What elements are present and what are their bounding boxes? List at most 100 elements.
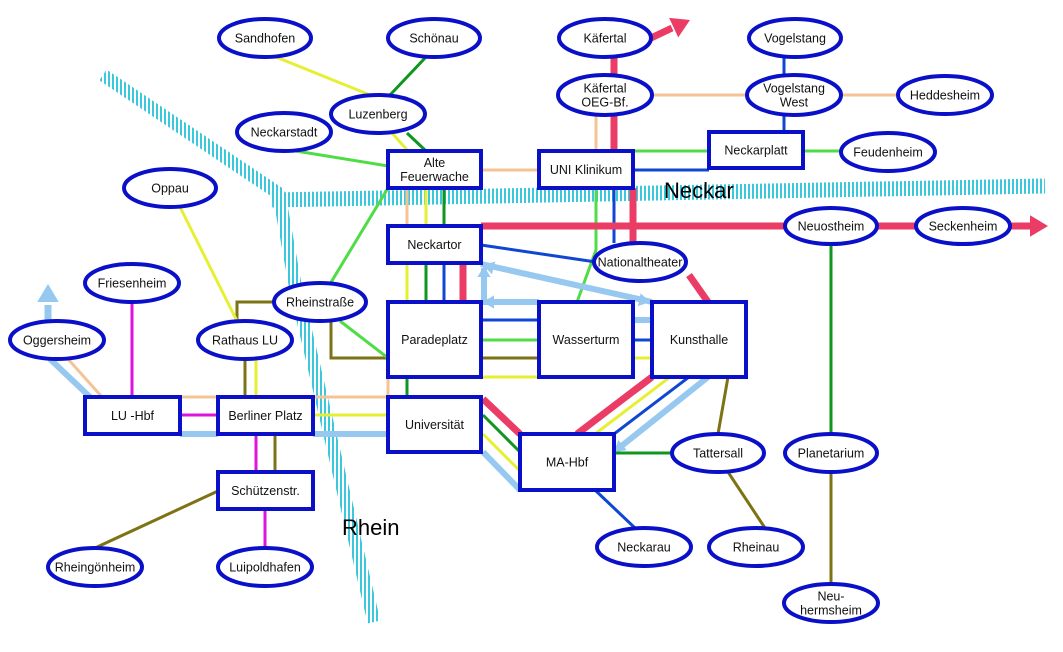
station-rathaus-lu[interactable]: Rathaus LU [196,319,294,361]
station-sandhofen[interactable]: Sandhofen [217,17,313,59]
station-wasserturm[interactable]: Wasserturm [537,300,635,379]
connection-alte_feuerwache-rheinstrasse-bright_green [328,187,390,285]
station-schuetzenstr[interactable]: Schützenstr. [216,470,315,511]
station-ellipse [556,73,654,117]
station-box [537,149,635,190]
station-ellipse [745,73,843,117]
connection-kunsthalle-ma_hbf-red [574,374,655,437]
connection-lu_hbf-alte_feuerwache-peach [180,377,390,399]
station-label: Neckarplatt [724,144,788,158]
station-lu-hbf[interactable]: LU -Hbf [83,395,182,436]
station-ellipse [839,131,937,173]
station-label: Rheinstraße [286,296,354,310]
station-box [386,149,483,190]
connection-kunsthalle-ma_hbf-yellow [594,375,671,436]
station-seckenheim[interactable]: Seckenheim [914,206,1012,246]
station-label: Nationaltheater [598,256,683,270]
station-ellipse [670,432,766,474]
station-feudenheim[interactable]: Feudenheim [839,131,937,173]
station-berliner-platz[interactable]: Berliner Platz [216,395,315,436]
station-luipoldhafen[interactable]: Luipoldhafen [216,546,314,588]
connection-sandhofen-luzenberg-yellow [275,55,371,97]
station-label: Planetarium [798,447,865,461]
station-universitaet[interactable]: Universität [386,395,483,454]
connection-tattersall-planetarium-olive [726,471,767,529]
station-label: Rheingönheim [55,561,136,575]
station-neuostheim[interactable]: Neuostheim [783,206,879,246]
connection-universitaet-ma_hbf-red [480,396,523,437]
station-label: West [780,96,809,110]
station-label: Universität [405,418,465,432]
station-label: Oggersheim [23,334,91,348]
station-oggersheim[interactable]: Oggersheim [8,319,106,361]
station-luzenberg[interactable]: Luzenberg [329,93,427,135]
station-label: Neckarstadt [251,126,318,140]
tram-connections [47,55,1015,584]
connection-neckarstadt-alte_feuerwache-bright_green [295,149,389,168]
station-kaefertal[interactable]: Käfertal [557,17,653,59]
station-schoenau[interactable]: Schönau [386,17,482,59]
station-ellipse [272,281,368,323]
station-label: Neuostheim [798,220,865,234]
station-label: Feudenheim [853,146,923,160]
station-ellipse [707,526,805,568]
station-oppau[interactable]: Oppau [122,167,218,209]
station-label: Seckenheim [929,220,998,234]
connection-rheinstrasse-paradeplatz-bright_green [339,319,389,360]
station-box [707,130,805,170]
station-tattersall[interactable]: Tattersall [670,432,766,474]
station-uni-klinikum[interactable]: UNI Klinikum [537,149,635,190]
station-friesenheim[interactable]: Friesenheim [83,262,181,304]
station-rheinstrasse[interactable]: Rheinstraße [272,281,368,323]
light-blue-arrow-neckartor [483,261,496,275]
station-neckarplatt[interactable]: Neckarplatt [707,130,805,170]
connection-universitaet-ma_hbf-yellow [481,432,522,473]
station-rheingoenheim[interactable]: Rheingönheim [46,546,144,588]
station-label: Oppau [151,182,189,196]
station-nationaltheater[interactable]: Nationaltheater [592,241,688,283]
station-ellipse [46,546,144,588]
station-ellipse [216,546,314,588]
light-blue-arrow-mahbf [614,439,627,452]
station-heddesheim[interactable]: Heddesheim [896,74,994,116]
station-rheinau[interactable]: Rheinau [707,526,805,568]
connection-luzenberg-alte_feuerwache-dark_green [405,131,428,153]
station-label: Schützenstr. [231,484,300,498]
station-neuhermsheim[interactable]: Neu-hermsheim [782,582,880,624]
station-label: Feuerwache [400,170,469,184]
station-label: Kunsthalle [670,333,728,347]
connection-kunsthalle-ma_hbf-blue [613,375,690,436]
station-vogelstang[interactable]: Vogelstang [747,17,843,59]
connection-rathaus_lu-rheinstrasse-olive [235,300,274,321]
station-ellipse [8,319,106,361]
station-label: Neckarau [617,541,671,555]
station-label: Luzenberg [348,108,407,122]
station-label: Rheinau [733,541,780,555]
station-label: LU -Hbf [111,409,155,423]
light-blue-arrow-kunsthalle [637,293,650,307]
continuation-line-kaefertal [649,24,674,42]
station-label: Schönau [409,32,458,46]
station-label: hermsheim [800,604,862,618]
station-ellipse [896,74,994,116]
station-neckarstadt[interactable]: Neckarstadt [235,111,333,153]
station-neckartor[interactable]: Neckartor [386,224,483,265]
station-label: Berliner Platz [228,409,302,423]
station-paradeplatz[interactable]: Paradeplatz [386,300,483,379]
station-ma-hbf[interactable]: MA-Hbf [518,432,616,492]
station-planetarium[interactable]: Planetarium [783,432,879,474]
station-neckarau[interactable]: Neckarau [595,526,693,568]
connection-kunsthalle-ma_hbf-light_blue [612,374,710,455]
continuation-arrow-seckenheim-east [1030,215,1048,237]
station-kunsthalle[interactable]: Kunsthalle [650,300,748,379]
station-ellipse [83,262,181,304]
station-box [537,300,635,379]
station-label: Rathaus LU [212,334,278,348]
connection-oggersheim-lu_hbf-light_blue [47,356,93,400]
river-neckar [271,178,1046,208]
station-label: Alte [424,156,446,170]
